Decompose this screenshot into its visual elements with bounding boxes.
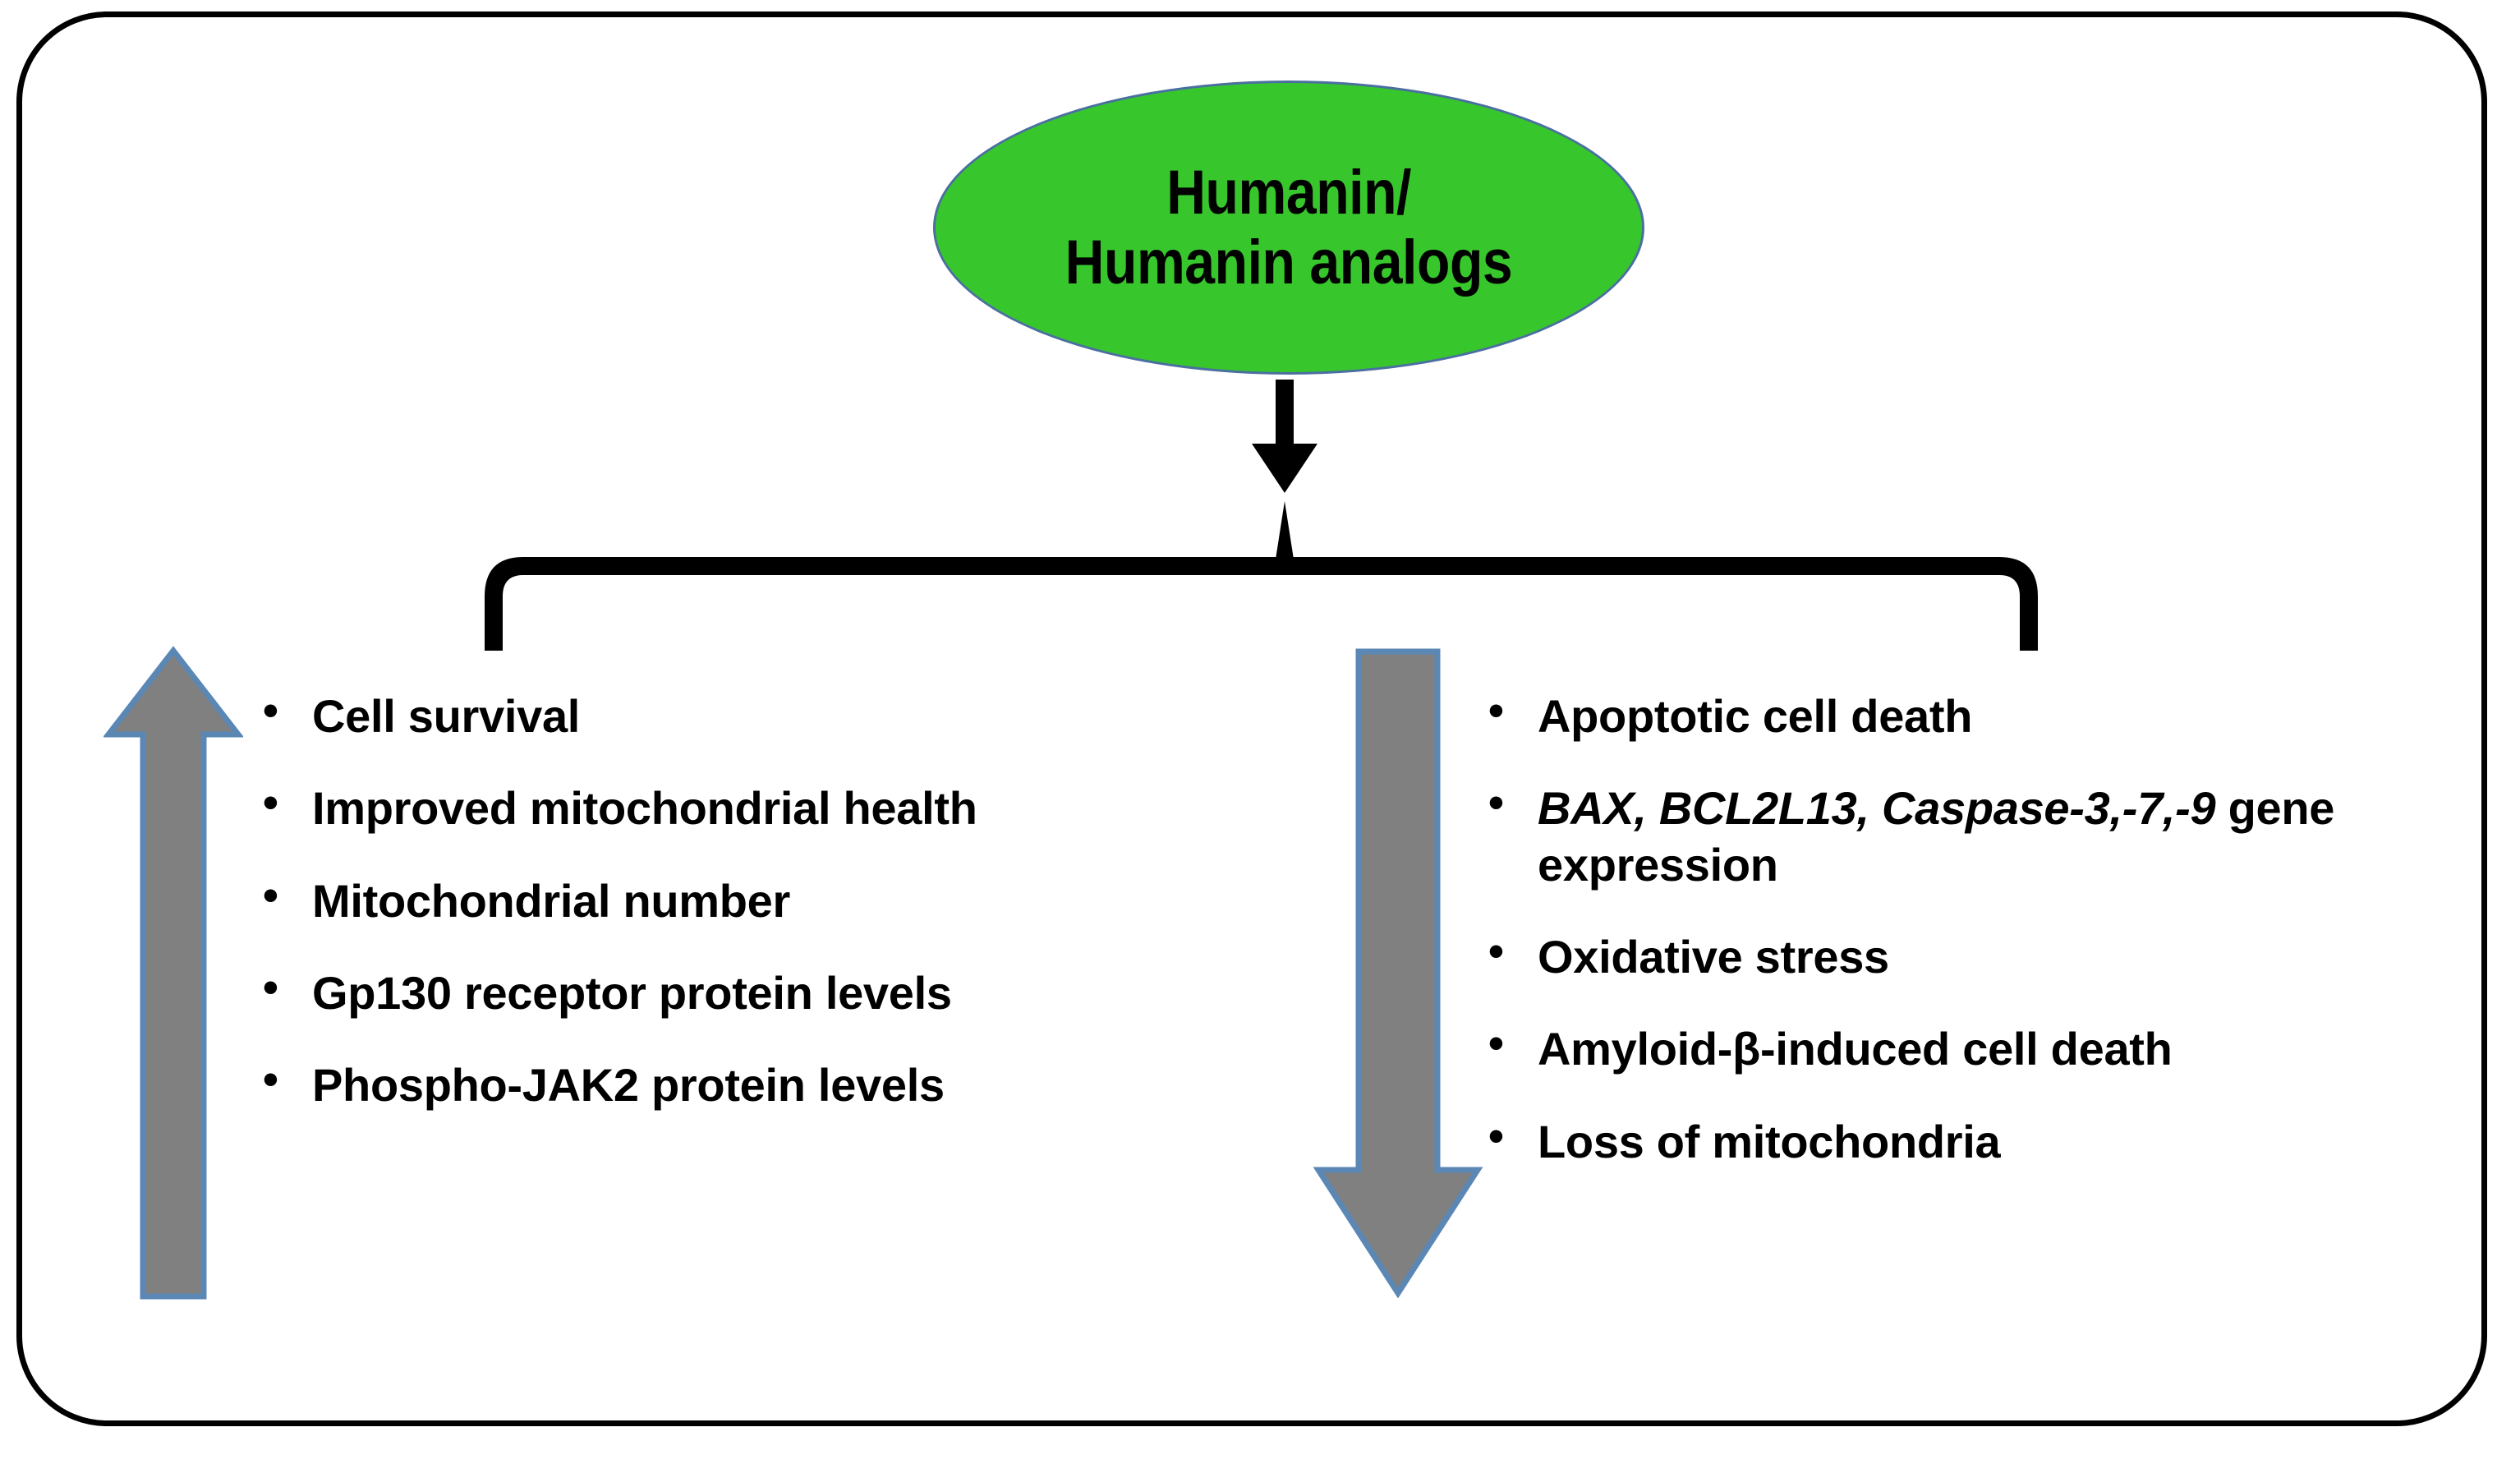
list-item: • Phospho-JAK2 protein levels <box>263 1057 1429 1113</box>
list-item: • Loss of mitochondria <box>1488 1114 2499 1170</box>
decrease-item-label: Oxidative stress <box>1538 930 1889 983</box>
list-item: • Improved mitochondrial health <box>263 780 1429 836</box>
bullet-icon: • <box>1488 926 1504 976</box>
bullet-icon: • <box>263 778 278 828</box>
gene-expression-suffix: gene expression <box>1538 782 2348 891</box>
figure-border <box>16 12 2487 1426</box>
list-item: • Mitochondrial number <box>263 873 1429 929</box>
list-item: • BAX, BCL2L13, Caspase-3,-7,-9 gene exp… <box>1488 780 2499 893</box>
bullet-icon: • <box>263 686 278 735</box>
increase-item-label: Phospho-JAK2 protein levels <box>312 1059 945 1112</box>
down-block-arrow-icon <box>1313 648 1483 1298</box>
humanin-node: Humanin/ Humanin analogs <box>933 81 1644 375</box>
bullet-icon: • <box>263 870 278 920</box>
humanin-node-line-2: Humanin analogs <box>1065 228 1513 297</box>
bullet-icon: • <box>263 1055 278 1105</box>
decrease-item-label: Apoptotic cell death <box>1538 690 1973 742</box>
bullet-icon: • <box>1488 686 1504 735</box>
humanin-node-line-1: Humanin/ <box>1166 157 1411 228</box>
decrease-item-label: Amyloid-β-induced cell death <box>1538 1023 2173 1075</box>
increase-item-label: Gp130 receptor protein levels <box>312 966 952 1019</box>
increase-item-label: Improved mitochondrial health <box>312 782 977 835</box>
up-block-arrow-icon <box>103 646 243 1300</box>
bullet-icon: • <box>1488 778 1504 828</box>
decrease-item-label: Loss of mitochondria <box>1538 1115 2001 1167</box>
decrease-item-label-gene: BAX, BCL2L13, Caspase-3,-7,-9 gene expre… <box>1538 780 2499 893</box>
bullet-icon: • <box>1488 1019 1504 1069</box>
decrease-list: • Apoptotic cell death • BAX, BCL2L13, C… <box>1488 688 2499 1206</box>
list-item: • Apoptotic cell death <box>1488 688 2499 744</box>
bullet-icon: • <box>263 962 278 1012</box>
bullet-icon: • <box>1488 1111 1504 1161</box>
increase-item-label: Mitochondrial number <box>312 874 791 927</box>
list-item: • Gp130 receptor protein levels <box>263 965 1429 1021</box>
list-item: • Cell survival <box>263 688 1429 744</box>
increase-item-label: Cell survival <box>312 690 581 742</box>
list-item: • Amyloid-β-induced cell death <box>1488 1021 2499 1077</box>
increase-list: • Cell survival • Improved mitochondrial… <box>263 688 1429 1150</box>
gene-names: BAX, BCL2L13, Caspase-3,-7,-9 <box>1538 782 2216 835</box>
list-item: • Oxidative stress <box>1488 929 2499 985</box>
